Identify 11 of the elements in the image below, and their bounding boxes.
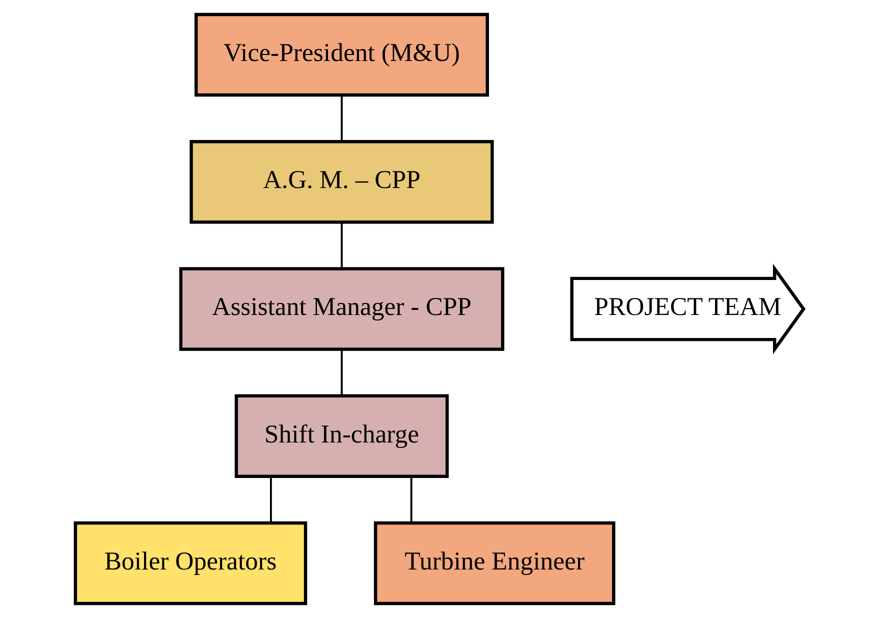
node-box: Vice-President (M&U)	[194, 12, 489, 97]
connector	[340, 222, 343, 269]
connector	[270, 477, 272, 523]
node-box: Boiler Operators	[74, 521, 308, 606]
node-box: Turbine Engineer	[374, 521, 616, 606]
connector	[410, 477, 412, 523]
node-box: Assistant Manager - CPP	[179, 267, 504, 351]
node-box: A.G. M. – CPP	[190, 140, 494, 224]
connector	[340, 96, 343, 142]
node-box: Shift In-charge	[234, 394, 449, 478]
connector	[340, 350, 343, 396]
